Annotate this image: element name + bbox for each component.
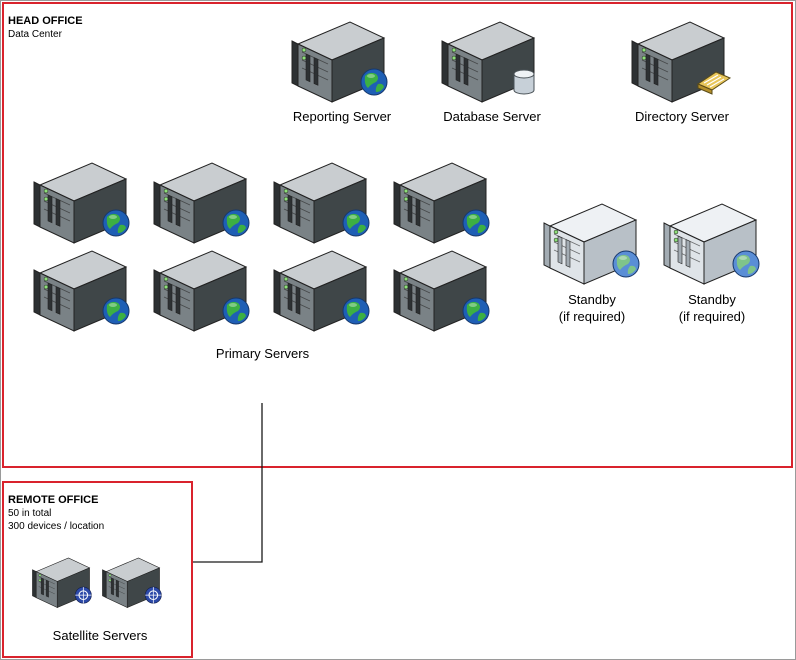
server-shape <box>441 21 536 103</box>
head-office-title: HEAD OFFICE <box>8 15 83 27</box>
satellite-server-2[interactable] <box>100 553 164 614</box>
satellite-server-1[interactable] <box>30 553 94 614</box>
primary-server-1[interactable] <box>30 155 134 250</box>
primary-server-6[interactable] <box>150 243 254 338</box>
connector-line <box>193 403 263 563</box>
head-office-zone <box>2 2 793 468</box>
standby-server-2[interactable] <box>660 196 764 291</box>
server-shape <box>291 21 388 103</box>
globe-icon <box>360 68 388 96</box>
database-cylinder-icon <box>513 69 535 95</box>
reporting-server-label: Reporting Server <box>292 109 392 124</box>
remote-office-zone <box>2 481 193 658</box>
standby-2-line-1: Standby (if required) <box>678 292 746 324</box>
database-server-label: Database Server <box>443 109 541 124</box>
primary-server-7[interactable] <box>270 243 374 338</box>
standby-1-line-1: Standby (if required) <box>558 292 626 324</box>
primary-server-3[interactable] <box>270 155 374 250</box>
standby-server-2-label: Standby (if required) <box>660 291 764 325</box>
primary-servers-label: Primary Servers <box>215 346 310 361</box>
server-shape <box>32 557 92 609</box>
satellite-servers-label: Satellite Servers <box>52 628 148 643</box>
server-shape <box>663 203 760 285</box>
primary-server-2[interactable] <box>150 155 254 250</box>
server-shape <box>153 250 250 332</box>
server-shape <box>273 250 370 332</box>
globe-icon <box>462 209 490 237</box>
server-shape <box>33 250 130 332</box>
remote-office-line-1: 50 in total <box>8 508 52 519</box>
globe-icon <box>74 586 92 604</box>
server-shape <box>543 203 640 285</box>
globe-icon <box>342 297 370 325</box>
directory-server-label: Directory Server <box>635 109 729 124</box>
primary-server-8[interactable] <box>390 243 494 338</box>
globe-icon <box>102 209 130 237</box>
server-shape <box>102 557 162 609</box>
globe-icon <box>222 209 250 237</box>
globe-icon <box>144 586 162 604</box>
globe-icon <box>342 209 370 237</box>
head-office-subtitle: Data Center <box>8 29 62 40</box>
globe-icon <box>612 250 640 278</box>
globe-icon <box>732 250 760 278</box>
globe-icon <box>102 297 130 325</box>
directory-card-icon <box>696 71 732 95</box>
standby-server-1[interactable] <box>540 196 644 291</box>
server-shape <box>393 250 490 332</box>
primary-server-4[interactable] <box>390 155 494 250</box>
server-shape <box>153 162 250 244</box>
server-shape <box>33 162 130 244</box>
server-shape <box>273 162 370 244</box>
remote-office-line-2: 300 devices / location <box>8 521 105 532</box>
server-shape <box>393 162 490 244</box>
primary-server-5[interactable] <box>30 243 134 338</box>
globe-icon <box>462 297 490 325</box>
directory-server[interactable] <box>628 14 732 109</box>
reporting-server[interactable] <box>288 14 392 109</box>
globe-icon <box>222 297 250 325</box>
server-shape <box>631 21 732 103</box>
database-server[interactable] <box>438 14 542 109</box>
remote-office-title: REMOTE OFFICE <box>8 494 99 506</box>
standby-server-1-label: Standby (if required) <box>540 291 644 325</box>
